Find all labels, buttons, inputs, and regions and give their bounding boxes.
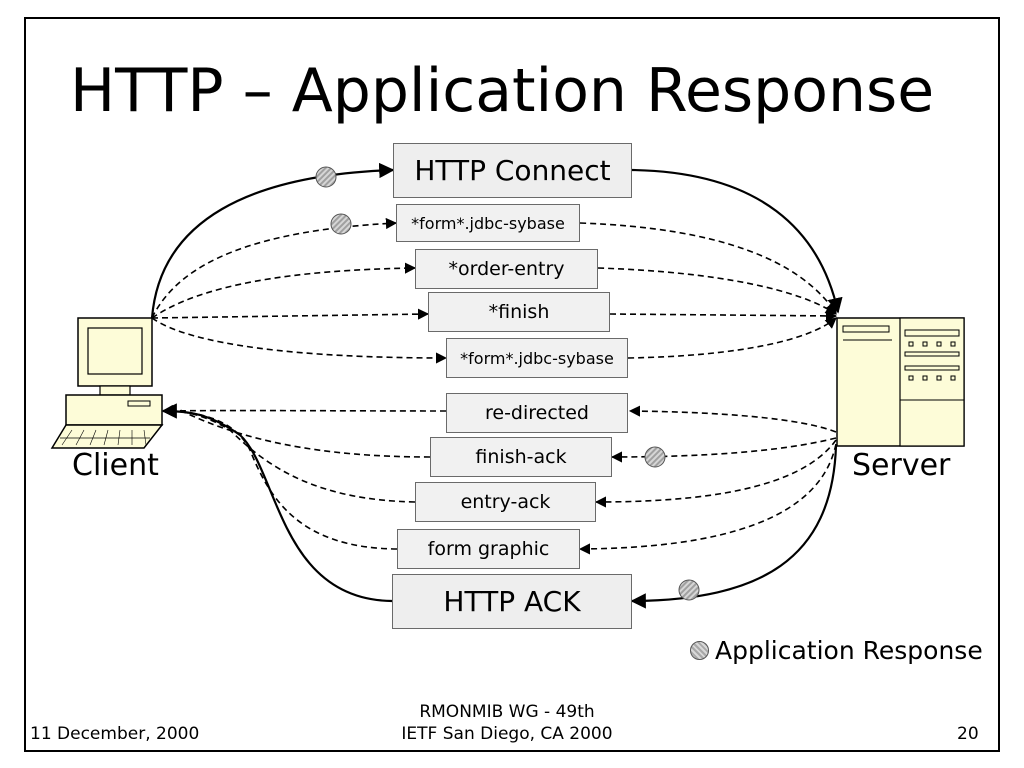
flow-finish-out: [609, 310, 838, 322]
client-computer-icon: [50, 317, 164, 449]
flow-jdbc2-in: [151, 317, 448, 364]
server-label: Server: [852, 448, 951, 483]
footer-page-number: 20: [957, 724, 979, 744]
flow-order-entry-out: [597, 267, 837, 315]
msg-jdbc-sybase-request: *form*.jdbc-sybase: [396, 204, 580, 242]
msg-finish: *finish: [428, 292, 610, 332]
msg-http-connect: HTTP Connect: [393, 143, 632, 198]
flow-http-ack-out: [630, 445, 838, 609]
client-label: Client: [72, 448, 159, 483]
request-flows: [150, 162, 843, 364]
flow-http-ack-in: [161, 403, 393, 603]
footer-date: 11 December, 2000: [30, 724, 200, 744]
flow-entry-ack-out: [594, 439, 837, 508]
legend: Application Response: [690, 636, 983, 665]
flow-entry-ack-in: [161, 405, 416, 503]
footer-center: RMONMIB WG - 49th IETF San Diego, CA 200…: [372, 701, 642, 745]
msg-re-directed: re-directed: [446, 393, 628, 433]
response-marker-icon: [315, 166, 337, 188]
msg-entry-ack: entry-ack: [415, 482, 596, 522]
msg-jdbc-sybase-request-2: *form*.jdbc-sybase: [446, 338, 628, 378]
slide-title: HTTP – Application Response: [70, 56, 935, 126]
response-marker-icon: [644, 446, 666, 468]
msg-finish-ack: finish-ack: [430, 437, 612, 477]
response-marker-icon: [330, 213, 352, 235]
flow-form-graphic-out: [578, 443, 837, 555]
footer-center-line1: RMONMIB WG - 49th: [419, 702, 595, 722]
server-icon: [836, 317, 965, 447]
msg-http-ack: HTTP ACK: [392, 574, 632, 629]
flow-form-graphic-in: [161, 405, 398, 550]
flow-http-connect-out: [631, 168, 843, 314]
flow-finish-in: [151, 308, 430, 320]
flow-http-connect-in: [150, 162, 395, 319]
flow-order-entry-in: [151, 262, 417, 319]
footer-center-line2: IETF San Diego, CA 2000: [401, 724, 613, 744]
flow-redirected-out: [628, 405, 837, 433]
msg-form-graphic: form graphic: [397, 529, 580, 569]
response-marker-icon: [678, 579, 700, 601]
msg-order-entry: *order-entry: [415, 249, 598, 289]
flow-jdbc2-out: [627, 317, 837, 359]
slide-frame: [24, 17, 1000, 752]
legend-label: Application Response: [715, 636, 983, 665]
hatched-circle-icon: [690, 641, 709, 660]
flow-jdbc1-out: [579, 222, 837, 314]
response-markers: [315, 166, 700, 601]
flow-finish-ack-in: [161, 404, 431, 458]
